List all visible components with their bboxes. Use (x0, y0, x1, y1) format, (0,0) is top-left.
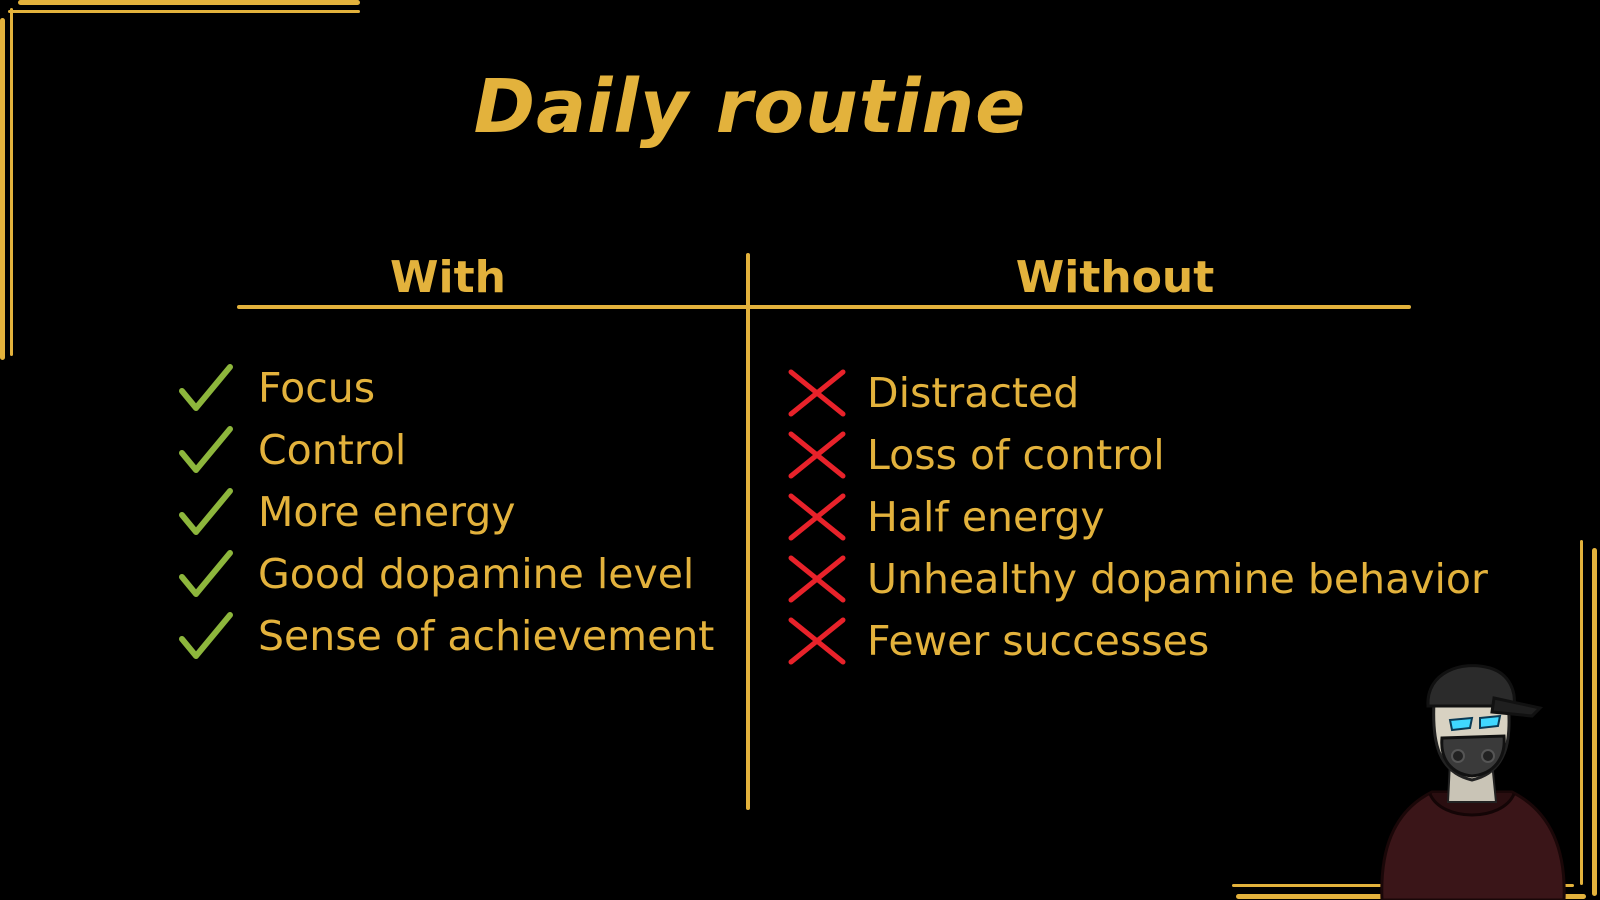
list-item: Distracted (787, 362, 1488, 424)
list-item-label: Distracted (867, 369, 1080, 417)
check-icon (179, 488, 233, 535)
list-item-label: Fewer successes (867, 617, 1210, 665)
frame-top-left-vertical (0, 18, 5, 360)
without-list: Distracted Loss of control Half energy U… (787, 362, 1488, 672)
list-item-label: Control (258, 426, 407, 474)
list-item-label: Sense of achievement (258, 612, 715, 660)
list-item-label: Unhealthy dopamine behavior (867, 555, 1488, 603)
without-column-header: Without (1015, 252, 1215, 303)
cross-icon (788, 493, 846, 541)
list-item: Sense of achievement (178, 605, 714, 667)
list-item-label: More energy (258, 488, 516, 536)
frame-top-left-horizontal (18, 0, 360, 5)
frame-top-left-vertical-inner (10, 8, 13, 356)
column-divider (746, 253, 750, 810)
with-column-header: With (390, 252, 506, 303)
check-icon (179, 550, 233, 597)
list-item: Half energy (787, 486, 1488, 548)
page-title: Daily routine (473, 64, 1027, 150)
list-item: Unhealthy dopamine behavior (787, 548, 1488, 610)
list-item: More energy (178, 481, 714, 543)
list-item: Good dopamine level (178, 543, 714, 605)
list-item: Loss of control (787, 424, 1488, 486)
check-icon (179, 612, 233, 659)
list-item-label: Focus (258, 364, 376, 412)
frame-top-left-horizontal-inner (8, 10, 360, 13)
with-list: Focus Control More energy Good dopamine … (178, 357, 714, 667)
list-item: Control (178, 419, 714, 481)
frame-bottom-right-vertical (1580, 540, 1583, 885)
list-item-label: Good dopamine level (258, 550, 695, 598)
check-icon (179, 364, 233, 411)
list-item: Focus (178, 357, 714, 419)
cross-icon (788, 369, 846, 417)
header-divider (237, 305, 1411, 309)
cross-icon (788, 617, 846, 665)
list-item-label: Half energy (867, 493, 1105, 541)
frame-bottom-right-vertical-outer (1592, 548, 1597, 896)
cross-icon (788, 431, 846, 479)
check-icon (179, 426, 233, 473)
list-item-label: Loss of control (867, 431, 1165, 479)
list-item: Fewer successes (787, 610, 1488, 672)
mascot-icon (1380, 664, 1566, 900)
cross-icon (788, 555, 846, 603)
